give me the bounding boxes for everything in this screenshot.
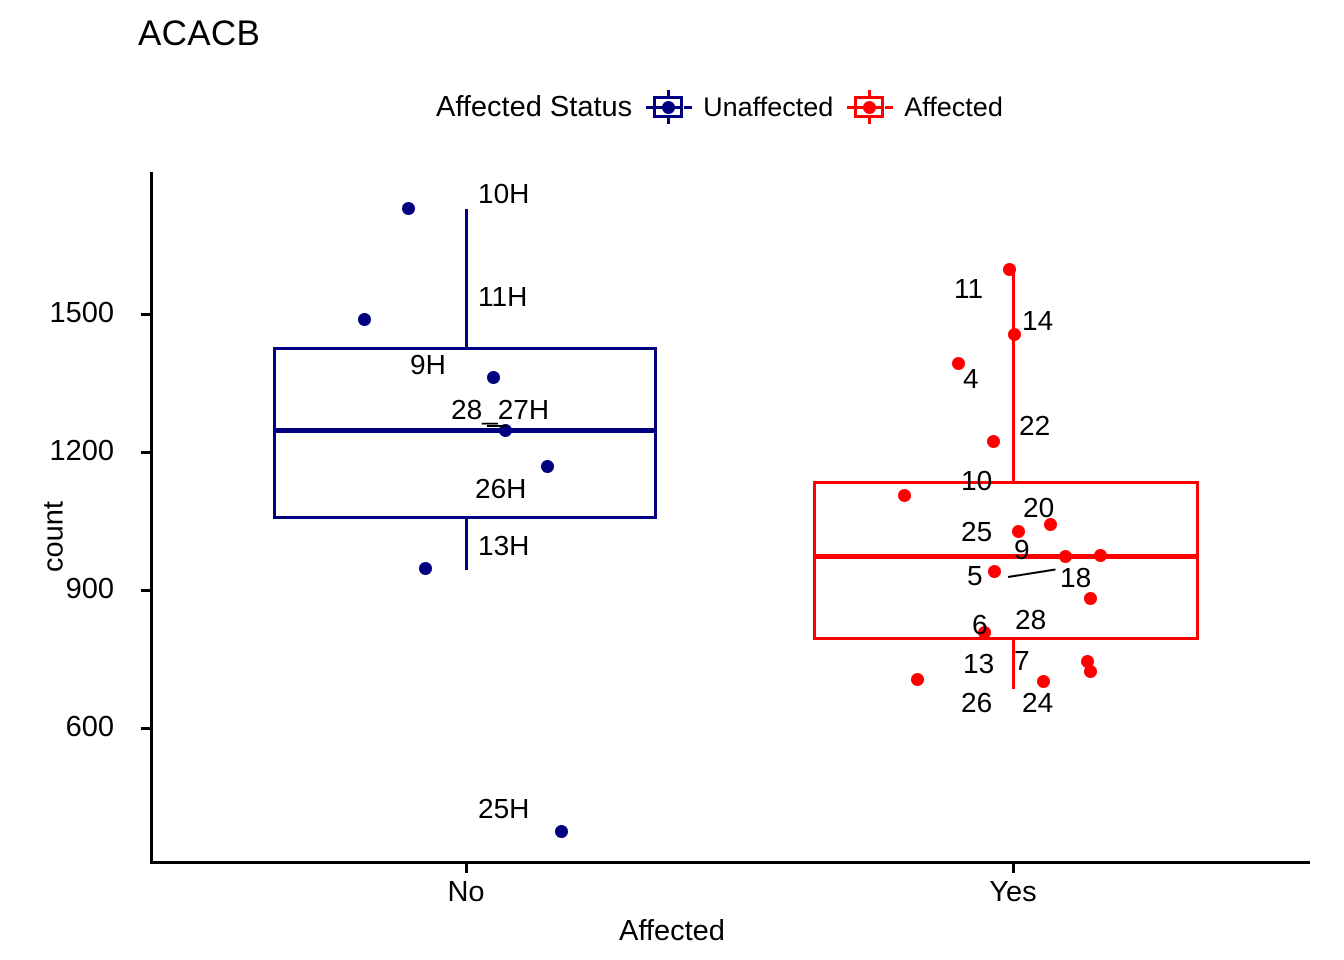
data-point-7b[interactable]	[1083, 664, 1097, 678]
data-point-13H[interactable]	[418, 561, 432, 575]
data-point-20[interactable]	[1043, 517, 1057, 531]
point-label-13: 13	[963, 648, 995, 679]
data-point-10H[interactable]	[401, 201, 415, 215]
x-tick-no	[465, 864, 468, 873]
y-tick-label-1200: 1200	[49, 435, 114, 467]
data-point-4[interactable]	[951, 356, 965, 370]
point-label-14: 14	[1022, 305, 1054, 336]
y-tick-1500	[141, 313, 150, 316]
point-label-22: 22	[1019, 410, 1051, 441]
data-point-7a[interactable]	[1080, 654, 1094, 668]
legend-label-affected: Affected	[904, 91, 1003, 122]
y-tick-900	[141, 589, 150, 592]
data-point-6[interactable]	[977, 625, 991, 639]
boxplot-whisker-upper-yes	[1012, 268, 1015, 483]
y-tick-label-1500: 1500	[49, 297, 114, 329]
data-point-28[interactable]	[1083, 591, 1097, 605]
data-point-10[interactable]	[897, 488, 911, 502]
boxplot-key-icon	[847, 90, 894, 124]
leader-line-28_27H	[487, 425, 507, 427]
y-axis-line	[150, 172, 153, 864]
point-label-28_27H: 28_27H	[451, 394, 550, 425]
point-label-25H: 25H	[478, 793, 530, 824]
y-tick-label-900: 900	[65, 573, 114, 605]
x-tick-label-yes: Yes	[989, 876, 1037, 908]
x-tick-label-no: No	[447, 876, 485, 908]
boxplot-median-no	[273, 428, 657, 433]
data-point-9H[interactable]	[486, 370, 500, 384]
legend-item-affected[interactable]: Affected	[847, 90, 1003, 124]
data-point-26[interactable]	[910, 672, 924, 686]
point-label-10H: 10H	[478, 178, 530, 209]
point-label-18: 18	[1060, 562, 1092, 593]
boxplot-median-yes	[813, 554, 1199, 559]
data-point-11H[interactable]	[357, 312, 371, 326]
point-label-25: 25	[961, 516, 993, 547]
point-label-4: 4	[963, 363, 979, 394]
boxplot-box-no[interactable]	[273, 347, 657, 519]
boxplot-whisker-lower-no	[465, 516, 468, 570]
data-point-24[interactable]	[1036, 674, 1050, 688]
data-point-5[interactable]	[987, 564, 1001, 578]
boxplot-whisker-lower-yes	[1012, 638, 1015, 689]
point-label-10: 10	[961, 465, 993, 496]
legend-title: Affected Status	[436, 90, 633, 123]
point-label-28: 28	[1015, 604, 1047, 635]
point-label-26: 26	[961, 687, 993, 718]
boxplot-box-yes[interactable]	[813, 481, 1199, 640]
data-point-25H[interactable]	[554, 824, 568, 838]
point-label-20: 20	[1023, 492, 1055, 523]
point-label-26H: 26H	[475, 473, 527, 504]
x-axis-line	[150, 861, 1310, 864]
x-tick-yes	[1012, 864, 1015, 873]
data-point-25[interactable]	[1011, 524, 1025, 538]
y-tick-1200	[141, 451, 150, 454]
point-label-7: 7	[1014, 645, 1030, 676]
data-point-11[interactable]	[1002, 262, 1016, 276]
y-axis-label: count	[37, 501, 70, 572]
boxplot-key-icon	[646, 90, 693, 124]
point-label-9: 9	[1014, 534, 1030, 565]
y-tick-600	[141, 727, 150, 730]
page-title: ACACB	[138, 14, 261, 53]
point-label-6: 6	[972, 609, 988, 640]
point-label-24: 24	[1022, 687, 1054, 718]
data-point-22[interactable]	[986, 434, 1000, 448]
point-label-5: 5	[967, 560, 983, 591]
legend-label-unaffected: Unaffected	[703, 91, 834, 122]
data-point-9[interactable]	[1058, 549, 1072, 563]
point-label-9H: 9H	[410, 349, 446, 380]
boxplot-whisker-upper-no	[465, 209, 468, 350]
point-label-13H: 13H	[478, 530, 530, 561]
point-label-11: 11	[954, 273, 984, 304]
legend: Affected Status Unaffected Affected	[436, 90, 1003, 124]
data-point-18[interactable]	[1093, 548, 1107, 562]
legend-item-unaffected[interactable]: Unaffected	[646, 90, 833, 124]
point-label-11H: 11H	[478, 281, 528, 312]
y-tick-label-600: 600	[65, 711, 114, 743]
x-axis-label: Affected	[619, 915, 725, 947]
data-point-14[interactable]	[1007, 327, 1021, 341]
data-point-26H[interactable]	[540, 459, 554, 473]
